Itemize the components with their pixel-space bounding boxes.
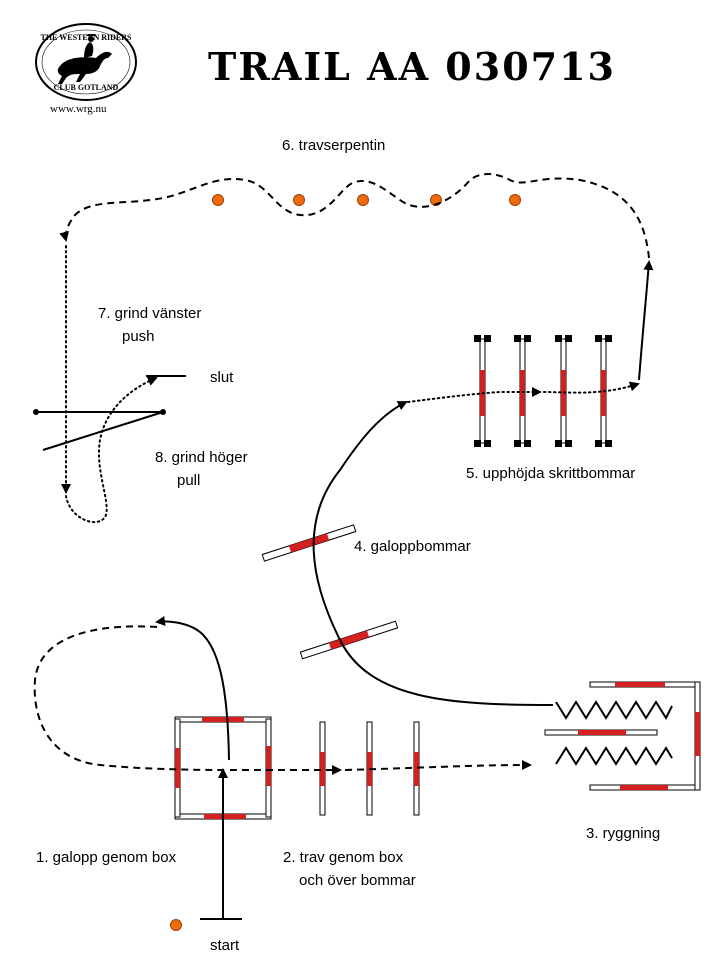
logo-top-text: THE WESTERN RIDERS	[41, 33, 133, 42]
route	[33, 173, 654, 919]
label-raised-poles: 5. upphöjda skrittbommar	[466, 465, 635, 482]
backup-zigzag-bottom	[555, 746, 673, 766]
label-start: start	[210, 937, 240, 954]
label-canter-poles: 4. galoppbommar	[354, 538, 471, 555]
page-title: TRAIL AA 030713	[208, 44, 616, 89]
horse-rider-icon	[57, 34, 112, 84]
obstacle-gate	[33, 409, 166, 451]
label-gate-push-line1: 7. grind vänster	[98, 305, 201, 322]
backup-zigzag-top	[555, 700, 673, 721]
club-logo: THE WESTERN RIDERS CLUB GOTLAND	[35, 23, 137, 101]
obstacle-backup	[544, 681, 701, 791]
website-url: www.wrg.nu	[50, 103, 107, 115]
label-backup: 3. ryggning	[586, 825, 660, 842]
label-trot-line1: 2. trav genom box	[283, 849, 404, 866]
label-trot-line2: och över bommar	[299, 872, 416, 889]
obstacle-canter-poles	[261, 524, 399, 660]
label-gate-pull-line1: 8. grind höger	[155, 449, 248, 466]
label-serpentine: 6. travserpentin	[282, 137, 385, 154]
label-box-canter: 1. galopp genom box	[36, 849, 177, 866]
label-finish: slut	[210, 369, 234, 386]
cone	[357, 194, 369, 206]
cone	[293, 194, 305, 206]
obstacle-raised-poles	[474, 335, 612, 447]
logo-bottom-text: CLUB GOTLAND	[54, 83, 119, 92]
cone	[509, 194, 521, 206]
label-gate-pull-line2: pull	[177, 472, 200, 489]
start-cone	[170, 919, 182, 931]
obstacle-serpentine-cones	[212, 194, 521, 206]
cone	[212, 194, 224, 206]
label-gate-push-line2: push	[122, 328, 155, 345]
